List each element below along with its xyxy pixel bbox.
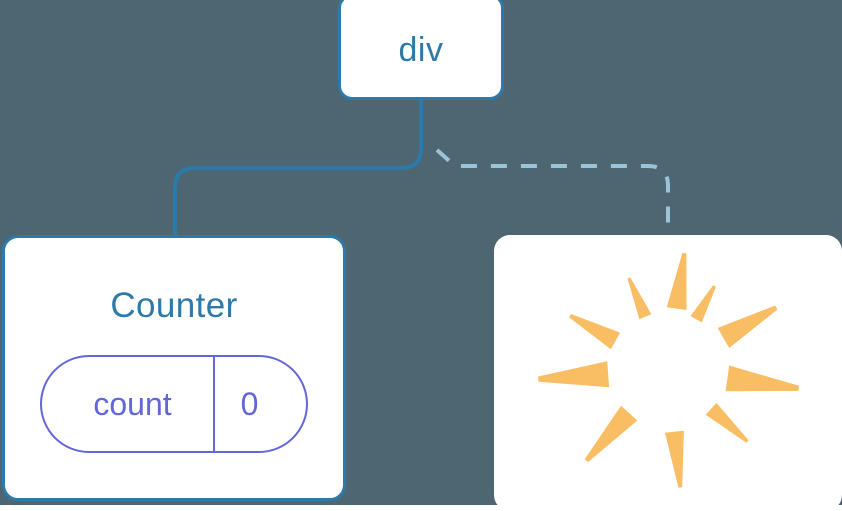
ray-s [665, 430, 684, 488]
ray-wnw [569, 314, 621, 350]
sparkle-burst-icon [538, 252, 800, 488]
ray-e [725, 365, 800, 392]
state-key: count [42, 357, 215, 451]
ray-n [666, 252, 687, 310]
node-counter-label: Counter [110, 286, 238, 325]
ray-ssw [584, 405, 638, 463]
state-pill-count[interactable]: count 0 [40, 355, 308, 453]
node-div-label: div [398, 31, 444, 69]
state-value: 0 [240, 385, 259, 422]
edge-div-counter [173, 98, 423, 240]
node-div[interactable]: div [338, 0, 504, 100]
ray-ne [717, 305, 778, 348]
ray-nne [690, 285, 716, 323]
ray-nnw [627, 277, 652, 320]
ray-ese [705, 402, 749, 443]
edge-div-sparkle [435, 148, 670, 238]
ray-w [538, 361, 610, 388]
node-counter[interactable]: Counter count 0 [2, 235, 346, 501]
node-sparkle[interactable] [494, 235, 842, 511]
